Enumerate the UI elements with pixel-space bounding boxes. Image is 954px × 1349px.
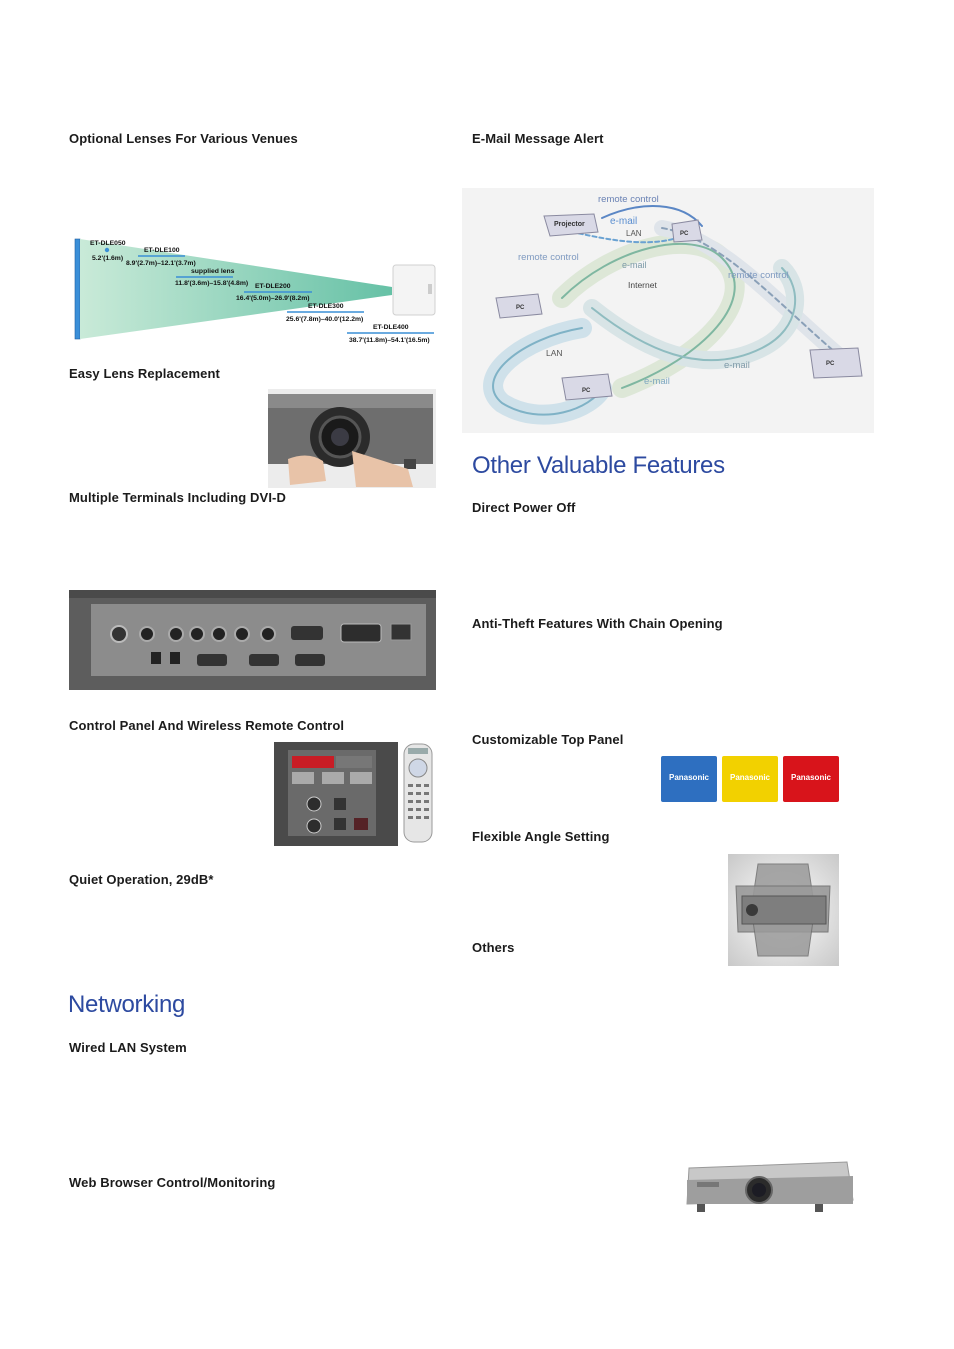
label-email-bottom: e-mail — [644, 376, 670, 387]
heading-web-browser: Web Browser Control/Monitoring — [69, 1175, 276, 1190]
label-remote-control-left: remote control — [518, 252, 579, 263]
heading-optional-lenses: Optional Lenses For Various Venues — [69, 131, 298, 146]
lens-replacement-photo — [268, 389, 436, 488]
label-email-right: e-mail — [724, 360, 750, 371]
lens-name: ET-DLE100 — [144, 247, 180, 254]
heading-quiet-operation: Quiet Operation, 29dB* — [69, 872, 214, 887]
label-remote-control-top: remote control — [598, 194, 659, 205]
lens-range: 11.8'(3.6m)–15.8'(4.8m) — [175, 280, 248, 287]
heading-anti-theft: Anti-Theft Features With Chain Opening — [472, 616, 723, 631]
label-pc-left: PC — [516, 305, 525, 311]
label-pc-right: PC — [826, 361, 835, 367]
projector-icon — [392, 264, 436, 316]
label-lan-bottom: LAN — [546, 348, 563, 358]
heading-multiple-terminals: Multiple Terminals Including DVI-D — [69, 490, 286, 505]
control-panel-photo — [274, 742, 398, 846]
section-title-networking: Networking — [68, 991, 186, 1018]
screen-bar — [74, 238, 81, 340]
label-pc-bottom: PC — [582, 388, 591, 394]
lens-name: ET-DLE200 — [255, 283, 291, 290]
heading-customizable-top-panel: Customizable Top Panel — [472, 732, 624, 747]
heading-flexible-angle: Flexible Angle Setting — [472, 829, 610, 844]
heading-wired-lan: Wired LAN System — [69, 1040, 187, 1055]
lens-name: supplied lens — [191, 268, 235, 275]
panasonic-logo-red: Panasonic — [790, 773, 831, 782]
lens-range: 16.4'(5.0m)–26.9'(8.2m) — [236, 295, 310, 302]
terminals-photo — [69, 590, 436, 690]
lens-name: ET-DLE300 — [308, 303, 344, 310]
email-network-diagram: remote control Projector e-mail LAN PC r… — [462, 188, 874, 433]
lens-throw-diagram: ET-DLE050 5.2'(1.6m) ET-DLE100 8.9'(2.7m… — [74, 238, 436, 344]
heading-email-alert: E-Mail Message Alert — [472, 131, 604, 146]
lens-range: 38.7'(11.8m)–54.1'(16.5m) — [349, 337, 430, 344]
projector-photo — [683, 1160, 855, 1220]
label-pc-top: PC — [680, 231, 689, 237]
top-panel-yellow: Panasonic — [722, 756, 778, 802]
label-lan-top: LAN — [626, 229, 642, 238]
remote-control-photo — [400, 742, 436, 846]
top-panel-red: Panasonic — [783, 756, 839, 802]
panasonic-logo-yellow: Panasonic — [729, 773, 770, 782]
heading-others: Others — [472, 940, 515, 955]
label-remote-control-right: remote control — [728, 270, 789, 281]
lens-range: 25.6'(7.8m)–40.0'(12.2m) — [286, 316, 363, 323]
heading-direct-power-off: Direct Power Off — [472, 500, 576, 515]
lens-range: 5.2'(1.6m) — [92, 255, 123, 262]
flexible-angle-photo — [728, 854, 839, 966]
label-email-mid: e-mail — [622, 260, 647, 270]
heading-easy-lens-replacement: Easy Lens Replacement — [69, 366, 220, 381]
section-title-other-features: Other Valuable Features — [472, 452, 725, 479]
panasonic-logo-blue: Panasonic — [668, 773, 709, 782]
label-internet: Internet — [628, 280, 657, 290]
lens-range: 8.9'(2.7m)–12.1'(3.7m) — [126, 260, 196, 267]
projection-beam — [80, 239, 392, 339]
lens-name: ET-DLE400 — [373, 324, 409, 331]
label-email-top: e-mail — [610, 216, 637, 227]
label-projector: Projector — [554, 221, 585, 228]
heading-control-panel: Control Panel And Wireless Remote Contro… — [69, 718, 345, 733]
top-panel-blue: Panasonic — [661, 756, 717, 802]
lens-name: ET-DLE050 — [90, 240, 126, 247]
